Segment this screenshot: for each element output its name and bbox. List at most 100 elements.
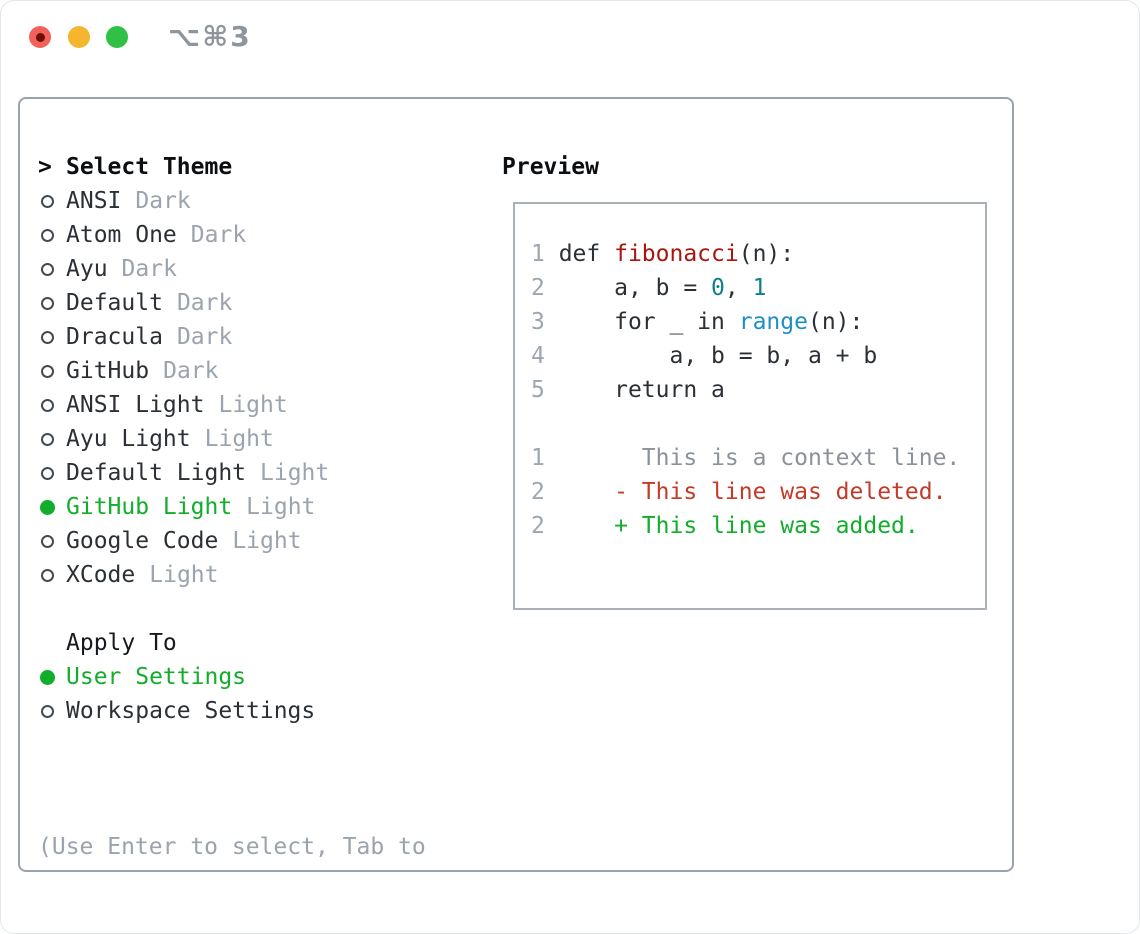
- radio-unselected-icon: [41, 568, 54, 582]
- minimize-button[interactable]: [68, 26, 90, 48]
- hint-line: (Use Enter to select, Tab to: [38, 834, 426, 860]
- code-line: 5 return a: [531, 373, 985, 407]
- theme-option-dracula-dark[interactable]: Dracula Dark: [38, 320, 329, 354]
- line-number: 1: [531, 445, 559, 471]
- theme-option-default-dark[interactable]: Default Dark: [38, 286, 329, 320]
- code-token: a, b =: [558, 275, 712, 301]
- section-title: Apply To: [66, 630, 177, 656]
- code-line: 2 - This line was deleted.: [531, 475, 985, 509]
- theme-variant: Dark: [176, 290, 233, 316]
- radio-unselected-icon: [41, 364, 54, 378]
- theme-name: Ayu Light: [66, 426, 191, 452]
- code-token: def: [558, 241, 615, 267]
- line-number: 1: [531, 241, 559, 267]
- theme-name: ANSI Light: [66, 392, 205, 418]
- theme-picker-panel: > Select Theme ANSI Dark Atom One Dark A…: [18, 97, 1014, 872]
- theme-name: Ayu: [66, 256, 108, 282]
- preview-title: Preview: [502, 154, 599, 180]
- code-token: for _ in: [558, 309, 739, 335]
- code-token: (n):: [738, 241, 795, 267]
- line-number: 2: [531, 513, 559, 539]
- line-number: 2: [531, 479, 559, 505]
- code-line: 1 def fibonacci(n):: [531, 237, 985, 271]
- apply-option-label: Workspace Settings: [66, 698, 316, 724]
- code-token: + This line was added.: [558, 513, 919, 539]
- theme-list: > Select Theme ANSI Dark Atom One Dark A…: [38, 150, 329, 592]
- theme-option-github-light[interactable]: GitHub Light Light: [38, 490, 329, 524]
- theme-variant: Light: [149, 562, 219, 588]
- code-token: ,: [724, 275, 753, 301]
- theme-name: Default Light: [66, 460, 247, 486]
- theme-name: XCode: [66, 562, 136, 588]
- code-token: range: [738, 309, 808, 335]
- radio-unselected-icon: [41, 466, 54, 480]
- theme-variant: Dark: [190, 222, 247, 248]
- radio-selected-icon: [40, 669, 55, 685]
- theme-name: ANSI: [66, 188, 122, 214]
- titlebar: ⌥⌘3: [0, 0, 1140, 74]
- radio-selected-icon: [40, 499, 55, 515]
- select-theme-header: > Select Theme: [38, 150, 329, 184]
- theme-name: GitHub: [66, 358, 150, 384]
- apply-option-workspace-settings[interactable]: Workspace Settings: [38, 694, 315, 728]
- code-token: a, b = b, a + b: [558, 343, 878, 369]
- radio-unselected-icon: [41, 398, 54, 412]
- close-button[interactable]: [29, 26, 51, 48]
- theme-variant: Light: [260, 460, 330, 486]
- radio-unselected-icon: [41, 194, 54, 208]
- radio-unselected-icon: [41, 432, 54, 446]
- apply-option-user-settings[interactable]: User Settings: [38, 660, 315, 694]
- line-number: 5: [531, 377, 559, 403]
- theme-variant: Light: [204, 426, 274, 452]
- maximize-button[interactable]: [106, 26, 128, 48]
- apply-to-header: Apply To: [38, 626, 315, 660]
- theme-name: Dracula: [66, 324, 163, 350]
- page-title: Select Theme: [66, 154, 233, 180]
- theme-option-xcode[interactable]: XCode Light: [38, 558, 329, 592]
- theme-name: GitHub Light: [66, 494, 233, 520]
- theme-variant: Dark: [176, 324, 233, 350]
- radio-unselected-icon: [41, 704, 54, 718]
- theme-variant: Dark: [121, 256, 177, 282]
- code-line: 2 a, b = 0, 1: [531, 271, 985, 305]
- radio-unselected-icon: [41, 296, 54, 310]
- theme-option-ansi-light[interactable]: ANSI Light Light: [38, 388, 329, 422]
- theme-option-ayu-light[interactable]: Ayu Light Light: [38, 422, 329, 456]
- theme-option-ayu-dark[interactable]: Ayu Dark: [38, 252, 329, 286]
- code-line: 2 + This line was added.: [531, 509, 985, 543]
- theme-option-atom-one-dark[interactable]: Atom One Dark: [38, 218, 329, 252]
- line-number: 3: [531, 309, 559, 335]
- code-token: fibonacci: [614, 241, 739, 267]
- theme-variant: Light: [246, 494, 316, 520]
- theme-name: Default: [66, 290, 163, 316]
- code-token: - This line was deleted.: [558, 479, 947, 505]
- code-line: [531, 407, 985, 441]
- radio-unselected-icon: [41, 228, 54, 242]
- theme-option-github-dark[interactable]: GitHub Dark: [38, 354, 329, 388]
- theme-option-default-light[interactable]: Default Light Light: [38, 456, 329, 490]
- hint-text: (Use Enter to select, Tab to change focu…: [38, 762, 426, 934]
- radio-unselected-icon: [41, 262, 54, 276]
- code-token: return a: [558, 377, 725, 403]
- theme-option-ansi-dark[interactable]: ANSI Dark: [38, 184, 329, 218]
- code-line: 1 This is a context line.: [531, 441, 985, 475]
- line-number: 4: [531, 343, 559, 369]
- theme-option-google-code[interactable]: Google Code Light: [38, 524, 329, 558]
- code-token: 0: [711, 275, 725, 301]
- prompt-caret-icon: >: [38, 154, 52, 180]
- apply-to-section: Apply To User Settings Workspace Setting…: [38, 626, 315, 728]
- record-dot-icon: [35, 32, 45, 42]
- radio-unselected-icon: [41, 330, 54, 344]
- code-token: 1: [752, 275, 767, 301]
- code-token: This is a context line.: [558, 445, 961, 471]
- line-number: [531, 411, 559, 437]
- theme-variant: Dark: [135, 188, 191, 214]
- apply-option-label: User Settings: [66, 664, 247, 690]
- code-token: (n):: [807, 309, 864, 335]
- theme-variant: Dark: [163, 358, 219, 384]
- code-line: 4 a, b = b, a + b: [531, 339, 985, 373]
- theme-variant: Light: [218, 392, 288, 418]
